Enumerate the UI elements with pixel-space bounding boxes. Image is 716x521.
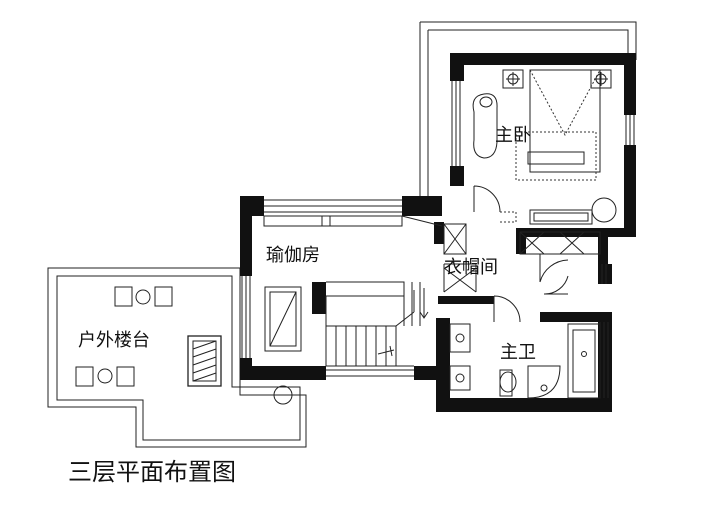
drawing-caption: 三层平面布置图 xyxy=(68,458,236,486)
room-label-master-bedroom: 主卧 xyxy=(495,125,531,146)
room-label-yoga-room: 瑜伽房 xyxy=(266,245,320,266)
bath-door xyxy=(493,295,521,323)
room-label-outdoor-terrace: 户外楼台 xyxy=(78,330,150,351)
outdoor-terrace-outline xyxy=(47,267,307,448)
staircase xyxy=(325,281,429,367)
bedroom-chaise xyxy=(472,93,498,159)
windows xyxy=(241,81,635,398)
bath-shower xyxy=(527,365,561,399)
bedroom-desk xyxy=(529,197,617,225)
terrace-planter xyxy=(187,335,222,387)
room-label-closet: 衣帽间 xyxy=(444,257,498,278)
yoga-mat xyxy=(264,286,302,352)
terrace-plant-pot xyxy=(273,385,293,405)
bath-tub xyxy=(567,323,601,399)
terrace-table-set-bottom xyxy=(75,366,135,387)
bedroom-door xyxy=(473,185,501,213)
bath-toilet xyxy=(499,369,517,397)
bath-vanity xyxy=(449,323,471,391)
room-label-master-bath: 主卫 xyxy=(500,342,536,363)
master-bed xyxy=(502,69,612,181)
terrace-table-set-top xyxy=(114,286,173,307)
yoga-wardrobe xyxy=(263,215,443,227)
bedroom-balcony-outline xyxy=(419,21,637,196)
closet-fixtures xyxy=(443,223,601,295)
